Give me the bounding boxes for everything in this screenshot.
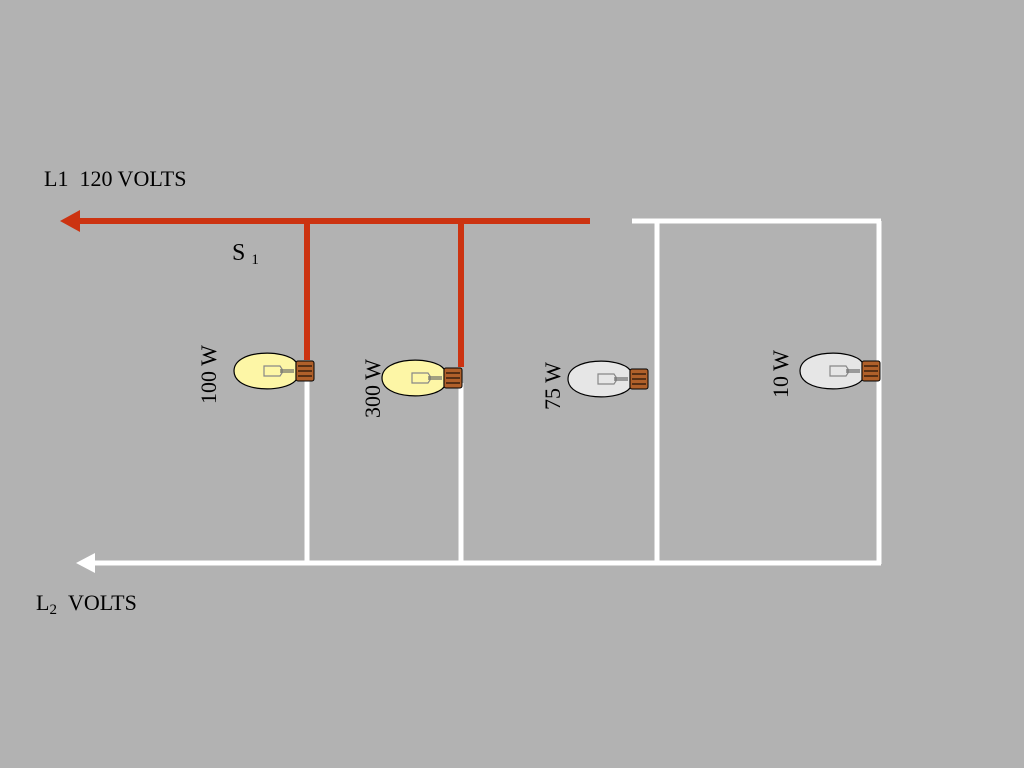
l2-sub: 2 <box>49 602 57 618</box>
neutral-line-arrowhead <box>76 553 95 573</box>
bulb-1-icon <box>233 352 315 390</box>
bulb-1-watts: 100 W <box>196 345 221 404</box>
l2-voltage: VOLTS <box>67 590 137 615</box>
hot-line-arrowhead <box>60 210 80 232</box>
switch-sub: 1 <box>251 252 259 268</box>
switch-label: S 1 <box>232 240 259 269</box>
switch-main: S <box>232 240 246 266</box>
bulb-4-watts: 10 W <box>768 350 793 398</box>
l1-label: L1 120 VOLTS <box>44 166 186 192</box>
l2-main: L <box>36 590 50 615</box>
bulb-2-watts: 300 W <box>360 359 385 418</box>
l1-name: L1 <box>44 166 69 191</box>
l1-voltage: 120 VOLTS <box>79 166 187 191</box>
bulb-3-watts: 75 W <box>540 362 565 410</box>
bulb-3-icon <box>567 360 649 398</box>
bulb-2-icon <box>381 359 463 397</box>
l2-label: L2 VOLTS <box>36 590 137 619</box>
bulb-4-icon <box>799 352 881 390</box>
